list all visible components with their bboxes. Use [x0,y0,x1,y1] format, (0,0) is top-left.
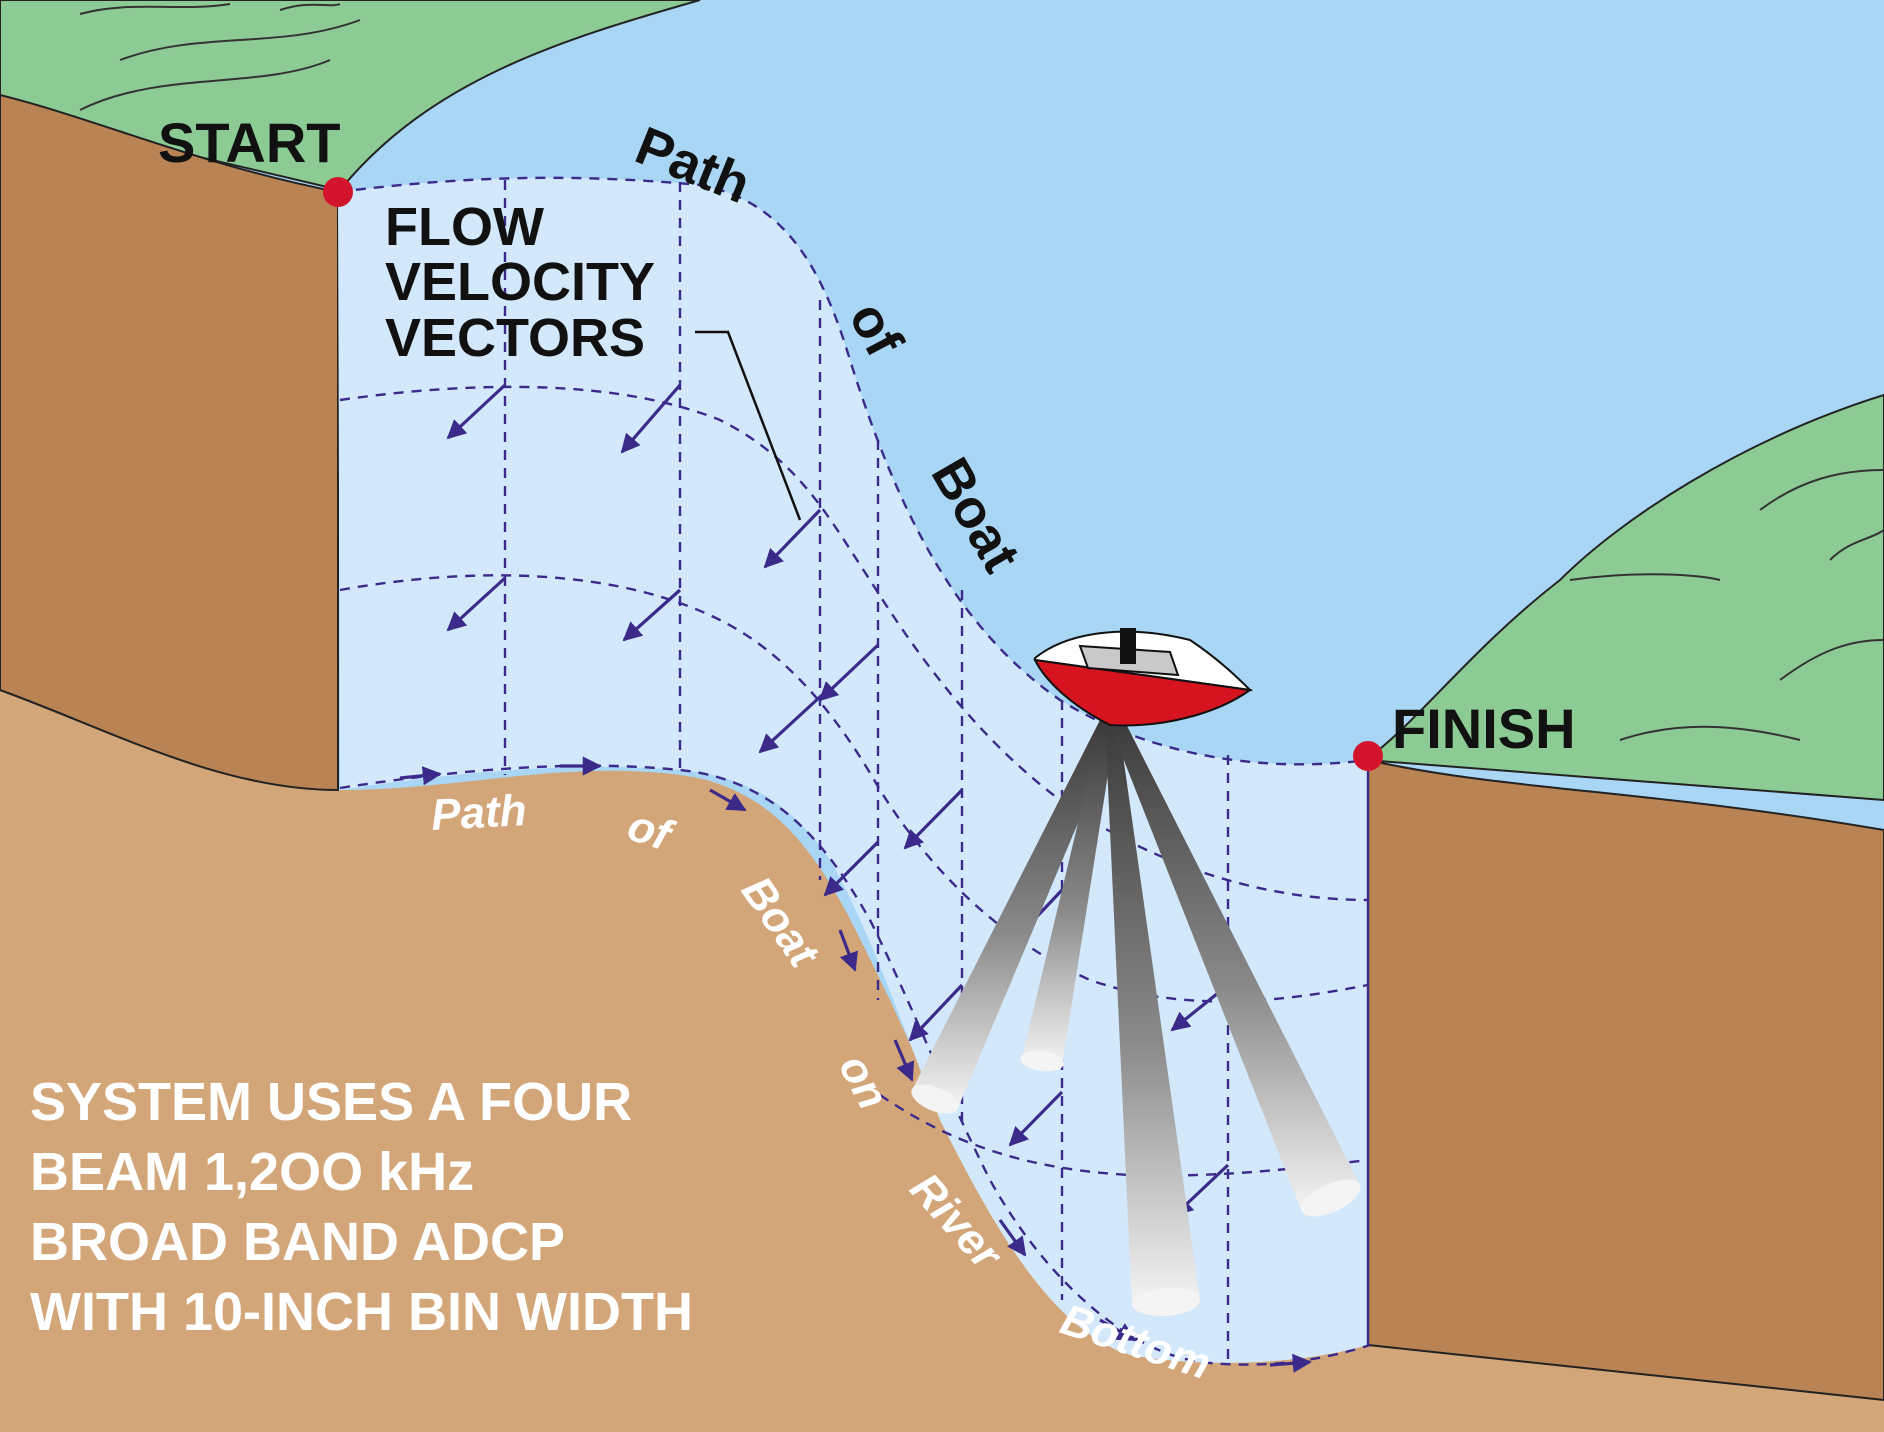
right-bank [1367,758,1884,1402]
system-note-line-4: WITH 10-INCH BIN WIDTH [30,1282,693,1342]
start-label: START [158,111,341,174]
acoustic-beams [911,716,1361,1317]
right-hill [1363,393,1884,802]
flow-velocity-label-line-3: VECTORS [385,308,645,368]
flow-label-pointer [695,330,802,521]
bottom-track-path [339,756,1371,1373]
bottom-path-label-path: Path [430,786,528,840]
boat-icon [1033,628,1253,727]
start-marker [323,177,353,207]
left-bank [0,93,339,792]
system-note-line-1: SYSTEM USES A FOUR [30,1072,632,1132]
riverbed [0,690,1884,1432]
cross-section-area [338,177,1368,1363]
system-note-line-3: BROAD BAND ADCP [30,1212,565,1272]
left-hill [0,0,701,192]
flow-velocity-label-line-2: VELOCITY [385,252,655,312]
finish-label: FINISH [1392,697,1576,760]
finish-marker [1353,741,1383,771]
flow-velocity-vectors [446,383,1230,1217]
system-note-line-2: BEAM 1,2OO kHz [30,1142,474,1202]
left-hill-contours [79,3,361,111]
right-hill-contours [1569,469,1884,741]
flow-velocity-label-line-1: FLOW [385,197,544,257]
